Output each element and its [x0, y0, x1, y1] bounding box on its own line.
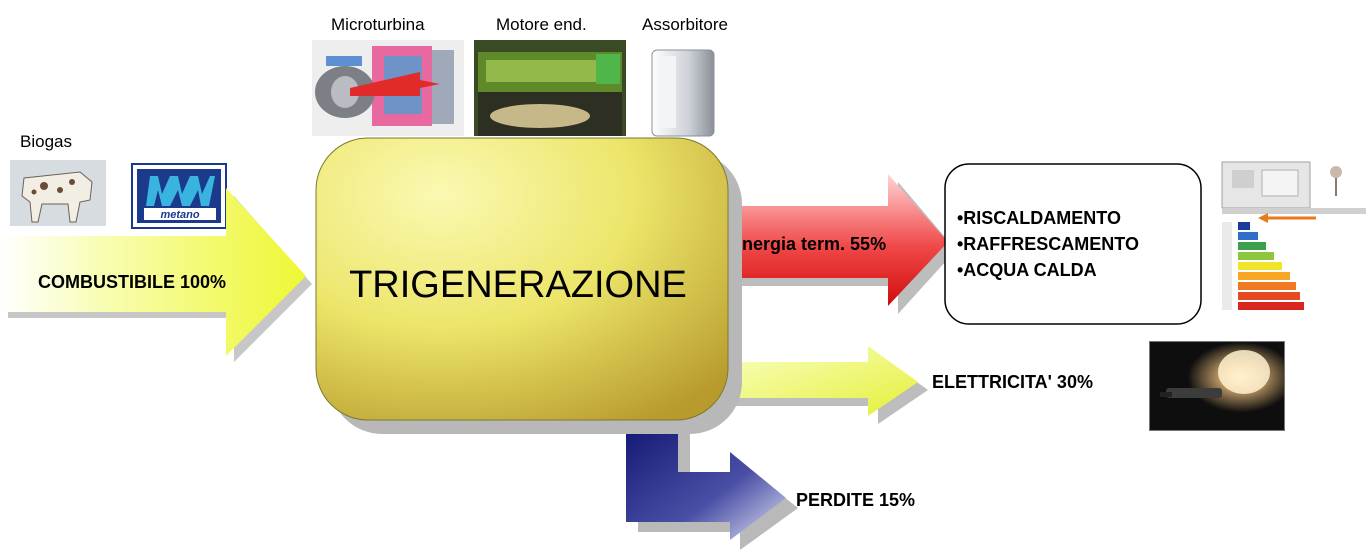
electricity-label: ELETTRICITA' 30%: [932, 372, 1093, 392]
absorber-image: [651, 49, 715, 137]
trigeneration-box: [315, 137, 729, 421]
uses-box: [944, 163, 1202, 325]
electricity-arrow: [712, 346, 928, 424]
biogas-cow-image: [10, 160, 106, 226]
fuel-input-arrow: [0, 188, 312, 362]
biogas-caption: Biogas: [20, 132, 72, 151]
fuel-input-label: COMBUSTIBILE 100%: [38, 272, 226, 292]
losses-arrow: [626, 420, 798, 550]
losses-label: PERDITE 15%: [796, 490, 915, 510]
trigeneration-title: TRIGENERAZIONE: [349, 264, 687, 306]
use-item-hot-water: •ACQUA CALDA: [957, 260, 1097, 280]
light-bulb-image: [1149, 341, 1285, 431]
thermal-energy-label: Energia term. 55%: [730, 234, 886, 254]
use-item-heating: •RISCALDAMENTO: [957, 208, 1121, 228]
endothermic-engine-image: [474, 40, 626, 136]
energy-class-image: [1218, 156, 1366, 314]
svg-text:metano: metano: [160, 209, 199, 221]
engine-caption: Motore end.: [496, 15, 587, 34]
microturbine-image: [312, 40, 464, 136]
microturbine-caption: Microturbina: [331, 15, 425, 34]
thermal-energy-arrow: [712, 174, 956, 314]
metano-logo: metano: [131, 163, 227, 229]
use-item-cooling: •RAFFRESCAMENTO: [957, 234, 1139, 254]
absorber-caption: Assorbitore: [642, 15, 728, 34]
